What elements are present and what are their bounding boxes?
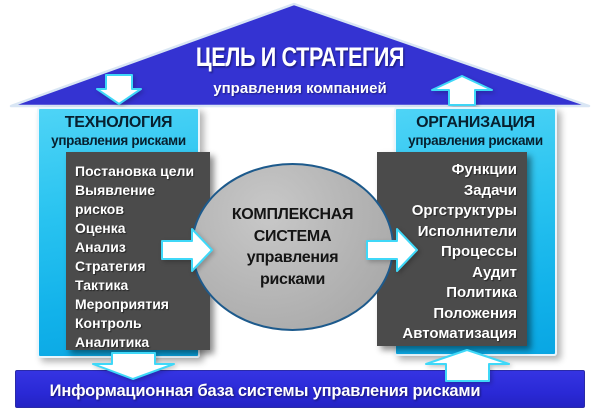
arrow-right-technology-to-system-icon: [161, 228, 213, 272]
list-item: Оргструктуры: [411, 202, 517, 219]
organization-panel-subtitle: управления рисками: [408, 133, 543, 148]
arrow-up-organization-to-roof-icon: [431, 75, 493, 106]
list-item: Стратегия: [75, 258, 146, 274]
list-item: КОМПЛЕКСНАЯ: [231, 206, 354, 223]
list-item: Функции: [451, 161, 517, 178]
list-item: Тактика: [75, 277, 129, 293]
technology-panel-subtitle: управления рисками: [51, 133, 186, 148]
list-item: Исполнители: [417, 222, 517, 240]
list-item: СИСТЕМА: [253, 227, 332, 245]
complex-system-ellipse: КОМПЛЕКСНАЯ СИСТЕМА управления рисками: [191, 163, 394, 331]
list-item: рисков: [75, 201, 124, 217]
list-item: Контроль: [75, 315, 142, 331]
roof-triangle: [9, 2, 591, 108]
arrow-down-technology-to-base-icon: [92, 352, 175, 380]
list-item: Постановка цели: [75, 163, 195, 179]
list-item: Аудит: [472, 263, 517, 281]
list-item: Анализ: [75, 239, 126, 255]
technology-panel-title: ТЕХНОЛОГИЯ: [64, 114, 173, 131]
list-item: управления: [246, 249, 339, 266]
list-item: Автоматизация: [402, 325, 517, 342]
arrow-down-roof-to-technology-icon: [96, 74, 142, 105]
roof-subtitle: управления компанией: [213, 80, 387, 97]
organization-panel-title: ОРГАНИЗАЦИЯ: [416, 114, 535, 131]
list-item: Задачи: [463, 181, 517, 199]
list-item: рисками: [260, 270, 325, 288]
roof-title: ЦЕЛЬ И СТРАТЕГИЯ: [195, 42, 405, 72]
list-item: Процессы: [441, 243, 517, 260]
list-item: Политика: [446, 284, 517, 301]
information-base-label: Информационная база системы управления р…: [49, 381, 481, 400]
list-item: Аналитика: [75, 334, 150, 350]
arrow-right-system-to-organization-icon: [366, 228, 418, 272]
list-item: Мероприятия: [75, 296, 169, 312]
list-item: Положения: [433, 304, 517, 322]
arrow-up-base-to-organization-icon: [425, 349, 510, 382]
list-item: Выявление: [75, 182, 156, 198]
roof-heading: ЦЕЛЬ И СТРАТЕГИЯ управления компанией: [100, 42, 500, 97]
list-item: Оценка: [75, 220, 126, 236]
